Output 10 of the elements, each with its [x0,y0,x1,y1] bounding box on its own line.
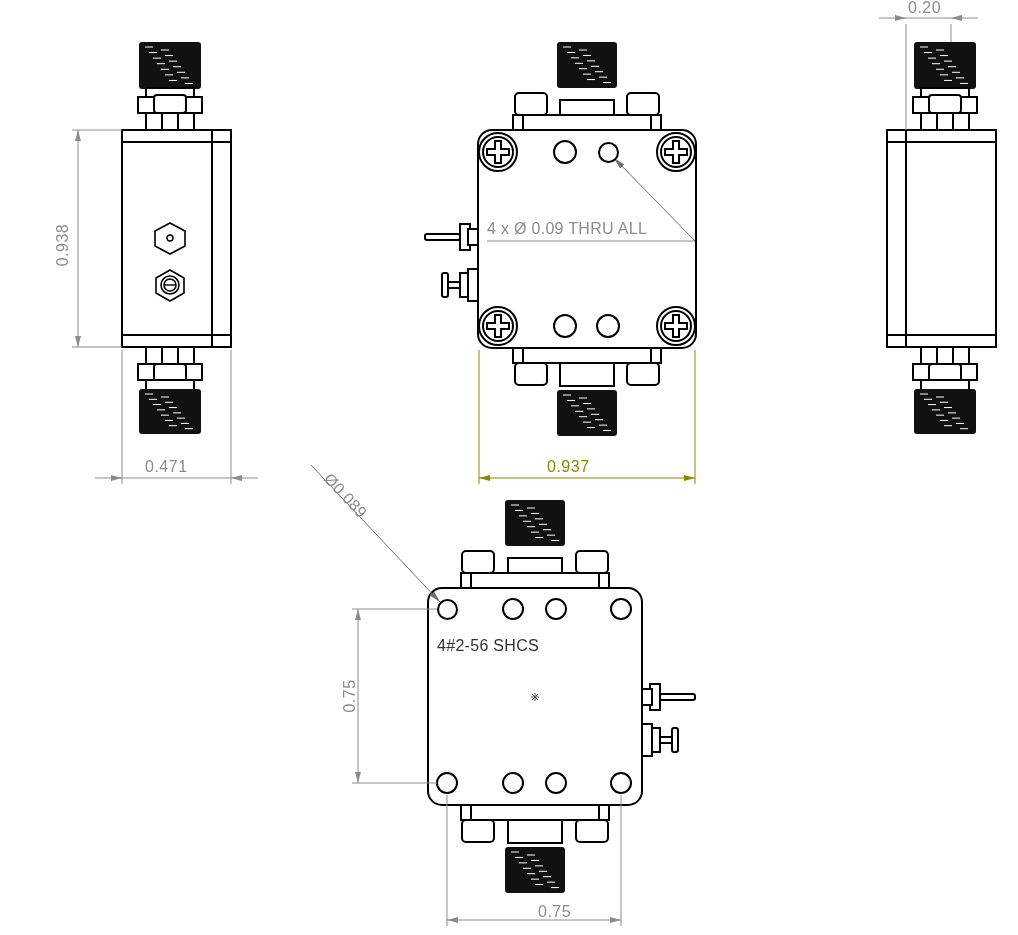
leader-line [613,157,696,242]
dimension-text: 0.75 [341,679,358,713]
dimension-text: 0.937 [547,459,590,475]
leader-line [310,464,441,603]
dimension-text: 0.938 [55,223,72,267]
dimension-text: 0.20 [908,0,942,16]
note-text: 4#2-56 SHCS [437,638,540,654]
dimension-text: 0.471 [145,459,188,475]
dimension-text: 0.75 [538,904,572,920]
callout-text: 4 x Ø 0.09 THRU ALL [487,221,648,237]
